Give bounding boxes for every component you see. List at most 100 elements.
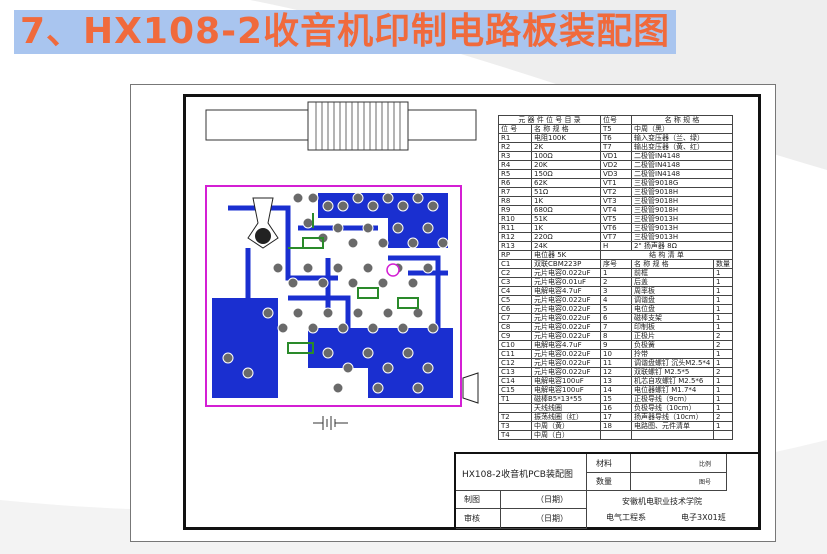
parts-subheader-name: 名 称 规 格 <box>531 124 601 134</box>
table-cell: R9 <box>498 205 532 215</box>
table-cell: R8 <box>498 196 532 206</box>
table-cell: 名 称 规 格 <box>631 259 714 269</box>
table-cell: C5 <box>498 295 532 305</box>
table-cell: 150Ω <box>531 169 601 179</box>
table-cell: 二极管IN4148 <box>631 151 733 161</box>
table-cell: 电位盘 <box>631 304 714 314</box>
table-cell: VT4 <box>600 205 632 215</box>
table-cell: 机芯自攻螺钉 M2.5*6 <box>631 376 714 386</box>
table-cell: C14 <box>498 376 532 386</box>
table-cell: 输入变压器（兰、绿） <box>631 133 733 143</box>
table-cell: 13 <box>600 376 632 386</box>
parts-header-no: 位号 <box>600 115 632 125</box>
table-cell: 电解电容4.7uF <box>531 286 601 296</box>
table-cell: 元片电容0.01uF <box>531 277 601 287</box>
ratio-label: 比例 <box>699 461 712 468</box>
table-cell: VT6 <box>600 223 632 233</box>
table-cell: 调谐盘螺钉 沉头M2.5*4 <box>631 358 714 368</box>
table-cell: 正极片 <box>631 331 714 341</box>
table-cell: C13 <box>498 367 532 377</box>
table-cell: 电解电容100uF <box>531 385 601 395</box>
table-cell: VT7 <box>600 232 632 242</box>
table-cell: 三极管9013H <box>631 223 733 233</box>
table-cell: C4 <box>498 286 532 296</box>
table-cell: 14 <box>600 385 632 395</box>
table-cell: 中周（黄） <box>531 421 601 431</box>
table-cell: 电路图、元件清单 <box>631 421 714 431</box>
table-cell: VT3 <box>600 196 632 206</box>
draw-label: 制图 <box>464 495 480 504</box>
table-cell: 1 <box>713 403 733 413</box>
table-cell: 元片电容0.022uF <box>531 295 601 305</box>
table-cell: 磁棒B5*13*55 <box>531 394 601 404</box>
table-cell: 1 <box>713 304 733 314</box>
table-cell: 元片电容0.022uF <box>531 358 601 368</box>
table-cell: 1 <box>713 322 733 332</box>
table-cell: 元片电容0.022uF <box>531 304 601 314</box>
table-cell: 调谐盘 <box>631 295 714 305</box>
dept-name: 电气工程系 <box>606 513 646 522</box>
drawing-name: HX108-2收音机PCB装配图 <box>462 470 573 480</box>
table-cell: 印制板 <box>631 322 714 332</box>
table-cell: 2 <box>600 277 632 287</box>
table-cell: 中周（白） <box>531 430 601 440</box>
table-cell: RP <box>498 250 532 260</box>
table-cell: 二极管IN4148 <box>631 169 733 179</box>
table-cell: T6 <box>600 133 632 143</box>
parts-subheader-no: 位 号 <box>498 124 532 134</box>
table-cell: 16 <box>600 403 632 413</box>
check-date: （日期） <box>536 514 568 523</box>
table-cell: T5 <box>600 124 632 134</box>
table-cell: 4 <box>600 295 632 305</box>
table-cell: 9 <box>600 340 632 350</box>
table-cell: R12 <box>498 232 532 242</box>
table-cell: 5 <box>600 304 632 314</box>
table-cell: 1 <box>713 421 733 431</box>
class-name: 电子3X01班 <box>681 513 726 522</box>
table-cell: R10 <box>498 214 532 224</box>
table-cell: 元片电容0.022uF <box>531 367 601 377</box>
pcb-layout <box>205 101 479 430</box>
table-cell: C2 <box>498 268 532 278</box>
table-cell: 元片电容0.022uF <box>531 331 601 341</box>
table-cell: VT2 <box>600 187 632 197</box>
table-cell: VD1 <box>600 151 632 161</box>
slide-title: 7、HX108-2收音机印制电路板装配图 <box>14 10 677 54</box>
table-cell: 双联CBM223P <box>531 259 601 269</box>
table-cell: 12 <box>600 367 632 377</box>
table-cell: H <box>600 241 632 251</box>
table-cell: 1K <box>531 196 601 206</box>
table-cell: 51K <box>531 214 601 224</box>
title-block: HX108-2收音机PCB装配图 材料 数量 比例 图号 制图 （日期） 审核 … <box>454 452 761 530</box>
table-cell: 振荡线圈（红） <box>531 412 601 422</box>
table-cell: 1 <box>713 358 733 368</box>
table-cell: 18 <box>600 421 632 431</box>
table-cell: 三极管9013H <box>631 214 733 224</box>
table-cell: C9 <box>498 331 532 341</box>
sheet-label: 图号 <box>699 479 712 486</box>
table-cell: 负极导线（10cm） <box>631 403 714 413</box>
table-cell: 10 <box>600 349 632 359</box>
table-cell: 51Ω <box>531 187 601 197</box>
table-cell: 三极管9013H <box>631 232 733 242</box>
table-cell: 20K <box>531 160 601 170</box>
table-cell: 3 <box>600 286 632 296</box>
table-cell: C15 <box>498 385 532 395</box>
table-cell: T7 <box>600 142 632 152</box>
table-cell: R3 <box>498 151 532 161</box>
